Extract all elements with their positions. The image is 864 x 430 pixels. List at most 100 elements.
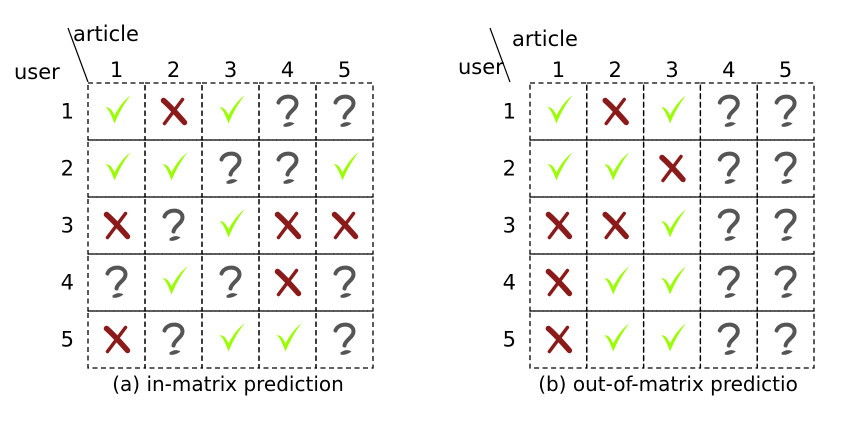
question-icon xyxy=(333,322,356,357)
question-icon xyxy=(162,208,185,243)
check-icon xyxy=(162,266,188,295)
check-icon xyxy=(547,95,573,124)
check-icon xyxy=(276,323,302,352)
question-icon xyxy=(333,265,356,300)
matrix-cell xyxy=(529,310,588,369)
matrix-cell xyxy=(529,253,588,312)
check-icon xyxy=(333,152,359,181)
matrix-cell xyxy=(201,82,260,141)
question-icon xyxy=(105,265,128,300)
column-label: 5 xyxy=(779,58,792,82)
matrix-cell xyxy=(201,139,260,198)
matrix-cell xyxy=(144,310,203,369)
corner-label-article: article xyxy=(73,22,139,46)
matrix-cell xyxy=(699,139,758,198)
row-label: 2 xyxy=(503,157,516,181)
matrix-cell xyxy=(258,310,317,369)
matrix-cell xyxy=(586,82,645,141)
question-icon xyxy=(717,265,740,300)
matrix-cell xyxy=(87,196,146,255)
check-icon xyxy=(219,323,245,352)
row-label: 2 xyxy=(61,157,74,181)
question-icon xyxy=(219,265,242,300)
question-icon xyxy=(276,151,299,186)
cross-icon xyxy=(605,214,626,238)
check-icon xyxy=(661,323,686,352)
matrix-cell xyxy=(201,196,260,255)
matrix-cell xyxy=(201,310,260,369)
matrix-cell xyxy=(315,82,374,141)
matrix-cell xyxy=(529,139,588,198)
matrix-cell xyxy=(144,82,203,141)
question-icon xyxy=(717,151,740,186)
check-icon xyxy=(604,323,630,352)
check-icon xyxy=(661,209,686,238)
check-icon xyxy=(105,95,131,124)
column-label: 4 xyxy=(281,58,294,82)
column-label: 3 xyxy=(665,58,678,82)
corner-label-user: user xyxy=(14,60,60,84)
matrix-cell xyxy=(642,253,702,312)
matrix-cell xyxy=(258,196,317,255)
cross-icon xyxy=(278,214,299,238)
matrix-cell xyxy=(642,82,702,141)
question-icon xyxy=(717,208,740,243)
corner-divider xyxy=(67,27,89,83)
matrix-cell xyxy=(529,82,588,141)
matrix-cell xyxy=(315,253,374,312)
column-label: 5 xyxy=(338,58,351,82)
matrix-cell xyxy=(699,82,758,141)
matrix-cell xyxy=(315,310,374,369)
cross-icon xyxy=(164,100,185,124)
matrix-cell xyxy=(87,253,146,312)
cross-icon xyxy=(548,328,569,352)
question-icon xyxy=(162,322,185,357)
matrix-cell xyxy=(586,139,645,198)
matrix-cell xyxy=(315,196,374,255)
matrix-cell xyxy=(315,139,374,198)
question-icon xyxy=(774,94,797,129)
question-icon xyxy=(774,151,797,186)
question-icon xyxy=(717,322,740,357)
check-icon xyxy=(105,152,131,181)
check-icon xyxy=(661,95,686,124)
cross-icon xyxy=(548,271,569,295)
matrix-cell xyxy=(258,253,317,312)
matrix-cell xyxy=(756,196,815,255)
matrix-cell xyxy=(642,139,702,198)
row-label: 1 xyxy=(61,100,74,124)
check-icon xyxy=(661,266,686,295)
check-icon xyxy=(219,209,245,238)
corner-label-article: article xyxy=(512,27,578,51)
cross-icon xyxy=(605,100,626,124)
matrix-cell xyxy=(529,196,588,255)
row-label: 3 xyxy=(61,214,74,238)
row-label: 1 xyxy=(503,100,516,124)
matrix-cell xyxy=(201,253,260,312)
question-icon xyxy=(333,94,356,129)
matrix-cell xyxy=(258,82,317,141)
question-icon xyxy=(219,151,242,186)
cross-icon xyxy=(107,328,128,352)
cross-icon xyxy=(662,157,683,181)
question-icon xyxy=(276,94,299,129)
column-label: 2 xyxy=(609,58,622,82)
caption: (a) in-matrix prediction xyxy=(112,372,344,396)
matrix-cell xyxy=(144,253,203,312)
matrix-cell xyxy=(258,139,317,198)
matrix-cell xyxy=(642,310,702,369)
question-icon xyxy=(717,94,740,129)
row-label: 4 xyxy=(61,271,74,295)
matrix-cell xyxy=(144,139,203,198)
matrix-cell xyxy=(756,310,815,369)
cross-icon xyxy=(278,271,299,295)
check-icon xyxy=(604,266,630,295)
column-label: 4 xyxy=(722,58,735,82)
question-icon xyxy=(774,322,797,357)
matrix-cell xyxy=(586,196,645,255)
matrix-cell xyxy=(756,82,815,141)
matrix-cell xyxy=(87,139,146,198)
